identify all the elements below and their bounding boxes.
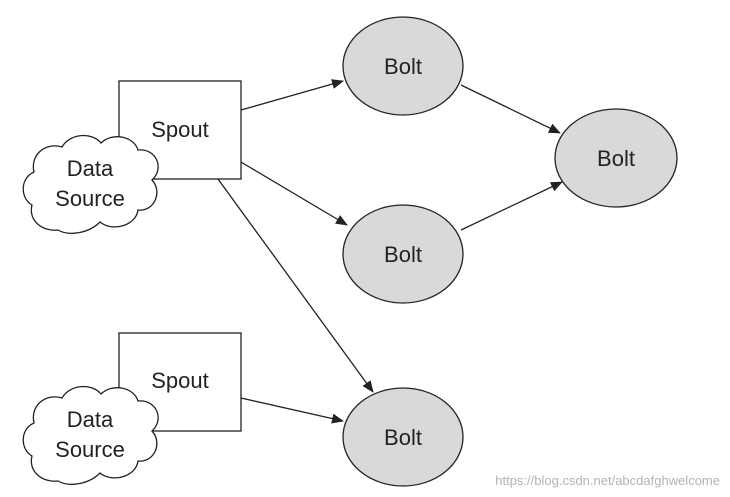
edge-bolt1-bolt3: [460, 84, 561, 134]
data-source-label-line1: Data: [67, 156, 114, 181]
data-source-label-line2: Source: [55, 437, 125, 462]
bolt-label: Bolt: [384, 242, 422, 267]
bolt-label: Bolt: [597, 146, 635, 171]
edge-spout1-bolt1: [240, 79, 344, 111]
edges: [217, 79, 563, 424]
data-source-cloud-1: Data Source: [22, 134, 159, 234]
edge-spout1-bolt2: [240, 161, 348, 226]
bolt-node-1: Bolt: [342, 16, 464, 116]
spout-box-1: Spout: [118, 80, 242, 180]
bolt-label: Bolt: [384, 54, 422, 79]
bolt-node-4: Bolt: [342, 387, 464, 487]
data-source-label-line1: Data: [67, 407, 114, 432]
watermark-text: https://blog.csdn.net/abcdafghwelcome: [495, 473, 720, 488]
data-source-cloud-2: Data Source: [22, 385, 159, 485]
spout-box-2: Spout: [118, 332, 242, 432]
edge-spout2-bolt4: [240, 397, 344, 424]
bolt-node-3: Bolt: [554, 108, 678, 208]
spout-label: Spout: [151, 368, 209, 393]
bolt-label: Bolt: [384, 425, 422, 450]
edge-spout1-bolt4: [217, 178, 374, 393]
bolt-node-2: Bolt: [342, 204, 464, 304]
spout-label: Spout: [151, 117, 209, 142]
data-source-label-line2: Source: [55, 186, 125, 211]
edge-bolt2-bolt3: [460, 181, 563, 231]
